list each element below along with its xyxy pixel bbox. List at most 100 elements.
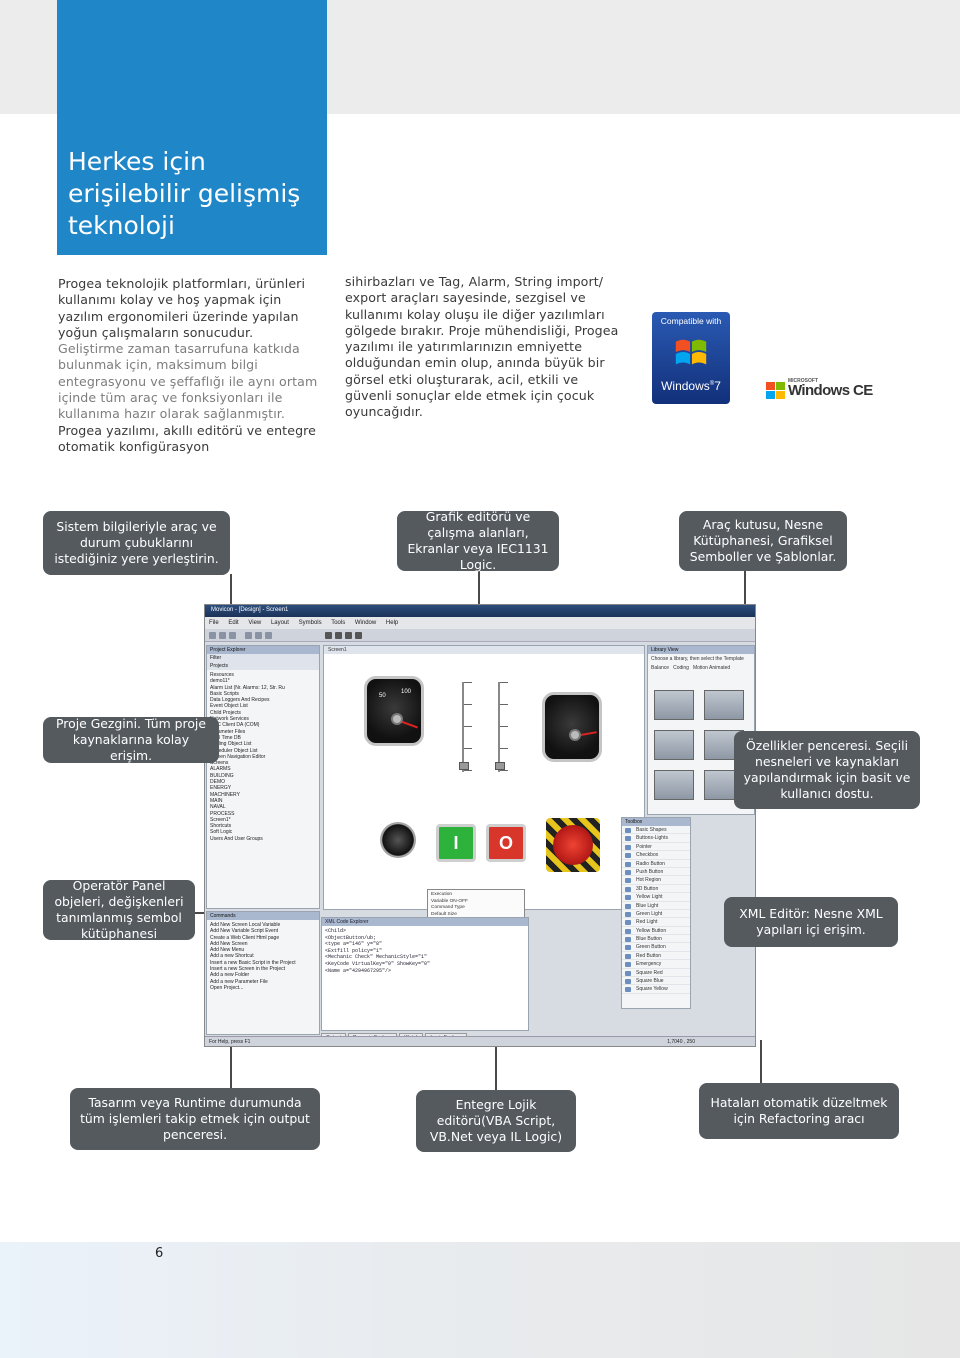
toolbar-icon[interactable]	[245, 632, 252, 639]
list-item[interactable]: Yellow Light	[622, 893, 690, 902]
toolbar-icon[interactable]	[325, 632, 332, 639]
library-symbol[interactable]	[654, 690, 694, 720]
library-symbol[interactable]	[654, 770, 694, 800]
canvas-tab[interactable]: Screen1	[324, 646, 644, 654]
list-item[interactable]: Default Size	[431, 911, 457, 917]
list-item[interactable]: Resources	[210, 672, 234, 678]
gauge-right[interactable]	[542, 692, 602, 762]
list-item[interactable]: MACHINERY	[210, 791, 240, 798]
list-item[interactable]: Soft Logic	[210, 829, 233, 836]
list-item[interactable]: Add New Menu	[210, 947, 245, 954]
list-item[interactable]: Basic Scripts	[210, 690, 239, 697]
list-item[interactable]: <Name a="4294967295"/>	[325, 967, 392, 974]
list-item[interactable]: Green Button	[622, 943, 690, 952]
menu-file[interactable]: File	[209, 620, 219, 626]
library-symbol[interactable]	[704, 690, 744, 720]
menu-layout[interactable]: Layout	[270, 620, 289, 626]
library-tab[interactable]: Coding	[673, 665, 689, 671]
list-item[interactable]: Insert a new Screen in the Project	[210, 966, 286, 973]
list-item[interactable]: 3D Button	[622, 885, 690, 894]
list-item[interactable]: Basic Shapes	[622, 826, 690, 835]
list-item[interactable]: Command Type	[431, 905, 465, 911]
emergency-stop-button[interactable]	[553, 825, 593, 865]
list-item[interactable]: Data Loggers And Recipes	[210, 697, 270, 704]
list-item[interactable]: Screen Navigation Editor	[210, 753, 266, 760]
list-item[interactable]: Alarm List (Nr. Alarms: 12, Str. Ru	[210, 684, 285, 691]
list-item[interactable]: <ObjectButton/ub;	[325, 934, 377, 941]
toolbar-icon[interactable]	[335, 632, 342, 639]
list-item[interactable]: Radio Button	[622, 860, 690, 868]
list-item[interactable]: <Child>	[325, 928, 347, 934]
on-button[interactable]: I	[436, 824, 476, 862]
list-item[interactable]: Screen1*	[210, 816, 231, 823]
list-item[interactable]: Add New Screen	[210, 940, 248, 947]
menu-view[interactable]: View	[248, 620, 262, 626]
list-item[interactable]: Push Button	[622, 868, 690, 877]
list-item[interactable]: NAVAL	[210, 804, 226, 811]
list-item[interactable]: Blue Button	[622, 935, 690, 944]
list-item[interactable]: Emergency	[622, 960, 690, 969]
selector-switch[interactable]	[380, 822, 416, 858]
list-item[interactable]: Green Light	[622, 910, 690, 919]
list-item[interactable]: Execution	[431, 892, 453, 897]
list-item[interactable]: Blue Light	[622, 902, 690, 910]
xml-code-explorer[interactable]: XML Code Explorer <Child><ObjectButton/u…	[321, 917, 529, 1031]
toolbar-icon[interactable]	[219, 632, 226, 639]
menu-window[interactable]: Window	[354, 620, 377, 626]
toolbar-icon[interactable]	[265, 632, 272, 639]
list-item[interactable]: <type a="146" y="8"	[325, 941, 383, 948]
list-item[interactable]: Users And User Groups	[210, 835, 263, 842]
slider-thumb[interactable]	[459, 762, 469, 770]
list-item[interactable]: Red Button	[622, 952, 690, 961]
toolbar-icon[interactable]	[355, 632, 362, 639]
list-item[interactable]: <Extfill policy="1"	[325, 947, 383, 954]
library-tab[interactable]: Balance	[651, 665, 670, 671]
list-item[interactable]: Add a new Parameter File	[210, 978, 268, 985]
slider-scale-1[interactable]	[459, 682, 476, 772]
list-item[interactable]: Square Blue	[622, 977, 690, 986]
list-item[interactable]: ALARMS	[210, 766, 231, 773]
list-item[interactable]: Hot Region	[622, 876, 690, 885]
list-item[interactable]: Add New Screen Local Variable	[210, 922, 281, 928]
screen-canvas[interactable]: Screen1 50 100 I O	[323, 645, 645, 910]
toolbar-icon[interactable]	[229, 632, 236, 639]
list-item[interactable]: Square Red	[622, 969, 690, 978]
list-item[interactable]: Event Object List	[210, 703, 248, 710]
list-item[interactable]: <Mechanic Check" MechanicStyle="1"	[325, 954, 428, 961]
filter-label[interactable]: Filter	[207, 654, 319, 662]
list-item[interactable]: <KeyCode VirtualKey="0" ShowKey="0"	[325, 960, 431, 967]
list-item[interactable]: Add New Variable Script Event	[210, 928, 278, 935]
toolbar-icon[interactable]	[255, 632, 262, 639]
list-item[interactable]: Buttons-Lights	[622, 834, 690, 843]
list-item[interactable]: DEMO	[210, 779, 225, 786]
toolbar-icon[interactable]	[209, 632, 216, 639]
list-item[interactable]: ENERGY	[210, 785, 232, 792]
list-item[interactable]: Add a new Folder	[210, 972, 250, 979]
slider-thumb[interactable]	[495, 762, 505, 770]
gauge-left[interactable]: 50 100	[364, 676, 424, 746]
list-item[interactable]: Parameter Files	[210, 728, 246, 735]
list-item[interactable]: PROCESS	[210, 810, 235, 817]
list-item[interactable]: Network Services	[210, 716, 249, 723]
list-item[interactable]: demo11*	[210, 678, 230, 685]
list-item[interactable]: Square Yellow	[622, 985, 690, 994]
library-symbol[interactable]	[654, 730, 694, 760]
library-tab[interactable]: Motion Animated	[692, 665, 731, 671]
list-item[interactable]: Yellow Button	[622, 927, 690, 936]
list-item[interactable]: BUILDING	[210, 772, 234, 779]
list-item[interactable]: Variable ON-OFF	[431, 898, 468, 904]
list-item[interactable]: Child Projects	[210, 709, 241, 716]
list-item[interactable]: OPC Client DA (COM)	[210, 722, 260, 729]
menu-edit[interactable]: Edit	[228, 620, 239, 626]
list-item[interactable]: Open Project...	[210, 984, 244, 991]
list-item[interactable]: Checkbox	[622, 851, 690, 860]
menu-symbols[interactable]: Symbols	[298, 620, 322, 626]
menu-tools[interactable]: Tools	[331, 620, 346, 626]
menu-help[interactable]: Help	[385, 620, 399, 626]
list-item[interactable]: Red Light	[622, 918, 690, 927]
list-item[interactable]: Screens	[210, 760, 229, 767]
list-item[interactable]: Scaling Object List	[210, 741, 252, 748]
